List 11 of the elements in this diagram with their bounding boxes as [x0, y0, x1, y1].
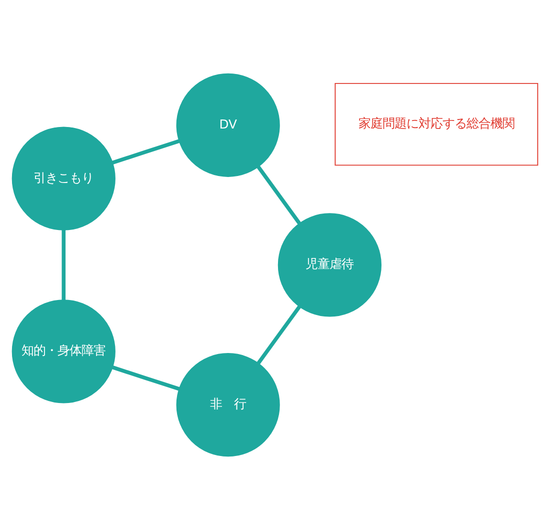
connector	[62, 230, 66, 300]
connector	[256, 165, 301, 224]
node-circle: 引きこもり	[12, 126, 116, 230]
node-box: 家庭問題に対応する総合機関	[334, 82, 538, 166]
node-circle: DV	[176, 72, 280, 176]
connector	[112, 138, 180, 164]
node-circle: 知的・身体障害	[12, 299, 116, 403]
node-circle: 非 行	[176, 352, 280, 456]
connector	[256, 304, 302, 364]
connector	[112, 365, 180, 390]
node-circle: 児童虐待	[278, 212, 382, 316]
